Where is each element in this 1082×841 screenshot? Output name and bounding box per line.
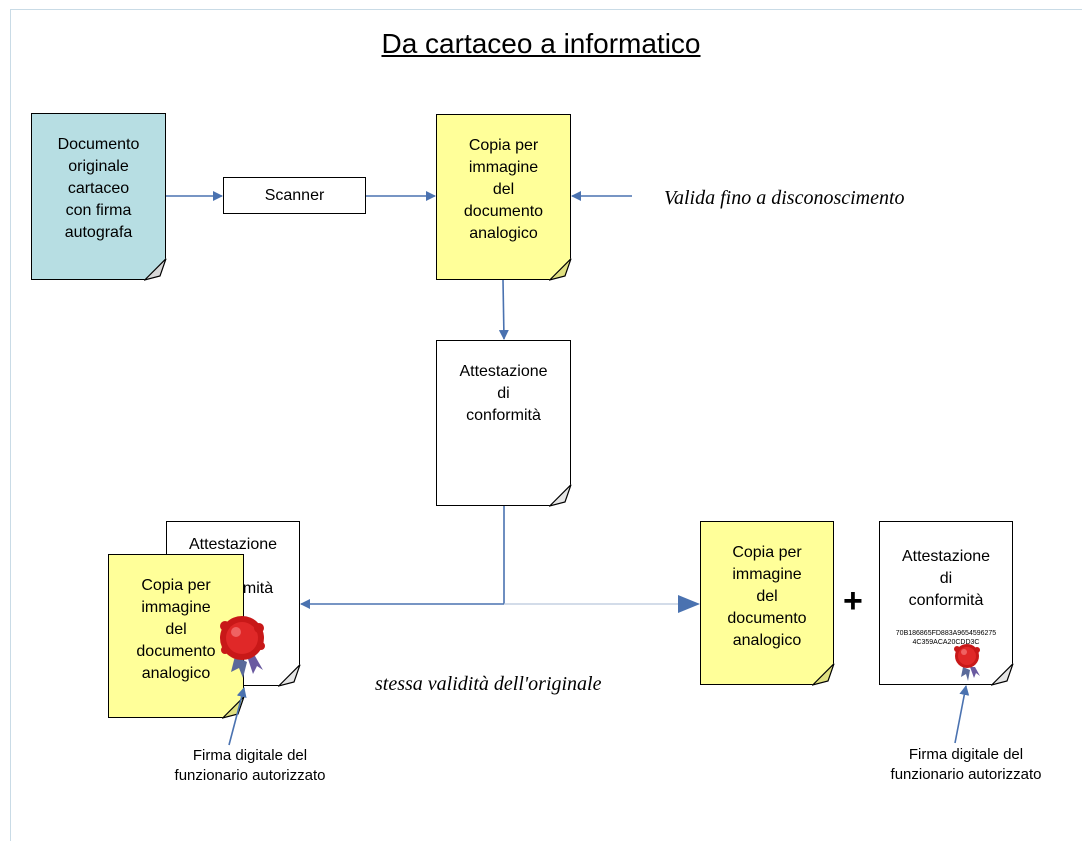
arrow-signature-right bbox=[954, 685, 970, 744]
conformity-attestation: Attestazione di conformità bbox=[436, 340, 571, 506]
same-validity-label: stessa validità dell'originale bbox=[375, 673, 602, 695]
copy-right-line-4: documento bbox=[727, 610, 807, 627]
original-document: Documento originale cartaceo con firma a… bbox=[31, 113, 166, 280]
image-copy-document: Copia per immagine del documento analogi… bbox=[436, 114, 571, 280]
original-line-1: Documento bbox=[57, 136, 140, 153]
copy-right-line-2: immagine bbox=[732, 566, 802, 583]
stack-front-line-5: analogico bbox=[141, 665, 211, 682]
attest-right-line-1: Attestazione bbox=[901, 548, 991, 565]
stack-front-line-4: documento bbox=[136, 643, 216, 660]
original-line-3: cartaceo bbox=[67, 180, 130, 197]
signature-left-line-1: Firma digitale del bbox=[192, 747, 308, 764]
stack-front-line-3: del bbox=[165, 621, 187, 638]
copy-top-line-4: documento bbox=[463, 203, 544, 220]
arrow-copy-to-attestation bbox=[498, 279, 509, 340]
signature-right-line-2: funzionario autorizzato bbox=[890, 766, 1042, 783]
signature-caption-left: Firma digitale del funzionario autorizza… bbox=[160, 746, 340, 786]
valid-until-label: Valida fino a disconoscimento bbox=[664, 187, 905, 209]
image-copy-result: Copia per immagine del documento analogi… bbox=[700, 521, 834, 685]
original-line-5: autografa bbox=[64, 224, 133, 241]
red-wax-seal-icon bbox=[220, 616, 265, 678]
stack-back-line-1: Attestazione bbox=[188, 536, 278, 553]
attest-mid-line-1: Attestazione bbox=[459, 363, 548, 380]
copy-top-line-3: del bbox=[492, 181, 515, 198]
stack-back-line-2: mità bbox=[242, 580, 274, 597]
copy-top-line-5: analogico bbox=[469, 225, 538, 242]
signature-left-line-2: funzionario autorizzato bbox=[174, 767, 326, 784]
attest-mid-line-3: conformità bbox=[466, 407, 541, 424]
hash-line-2: 4C359ACA20CDD3C bbox=[912, 639, 980, 646]
frame-top-border bbox=[10, 9, 1082, 10]
copy-top-line-2: immagine bbox=[468, 159, 539, 176]
signature-caption-right: Firma digitale del funzionario autorizza… bbox=[876, 745, 1056, 785]
stacked-image-copy: Copia per immagine del documento analogi… bbox=[108, 554, 244, 718]
attest-right-line-2: di bbox=[939, 570, 953, 587]
red-wax-seal-icon bbox=[954, 644, 980, 681]
copy-top-line-1: Copia per bbox=[468, 137, 539, 154]
page-title: Da cartaceo a informatico bbox=[381, 28, 701, 59]
frame-left-border bbox=[10, 9, 11, 841]
attest-right-line-3: conformità bbox=[908, 592, 984, 609]
signature-right-line-1: Firma digitale del bbox=[908, 746, 1024, 763]
plus-sign: + bbox=[843, 582, 863, 620]
attest-mid-line-2: di bbox=[497, 385, 510, 402]
copy-right-line-5: analogico bbox=[732, 632, 802, 649]
original-line-4: con firma bbox=[65, 202, 132, 219]
copy-right-line-3: del bbox=[756, 588, 778, 605]
signed-attestation: Attestazione di conformità 70B186865FD88… bbox=[879, 521, 1013, 685]
hash-line-1: 70B186865FD883A9654596275 bbox=[895, 630, 997, 637]
original-line-2: originale bbox=[68, 158, 129, 175]
scanner-box: Scanner bbox=[223, 177, 366, 214]
copy-right-line-1: Copia per bbox=[732, 544, 802, 561]
stack-front-line-1: Copia per bbox=[141, 577, 211, 594]
stack-front-line-2: immagine bbox=[141, 599, 211, 616]
